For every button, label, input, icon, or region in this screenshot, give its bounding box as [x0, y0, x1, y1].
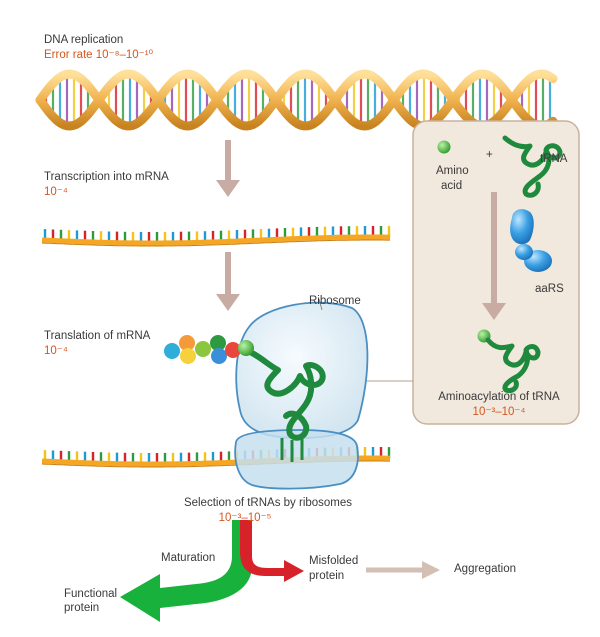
translation-rate: 10⁻⁴ — [44, 345, 68, 357]
ribosome — [234, 301, 369, 490]
amino-acid-icon — [437, 140, 451, 154]
functional-protein-label-line2: protein — [64, 602, 99, 614]
dna-replication-rate: Error rate 10⁻⁸–10⁻¹⁰ — [44, 49, 154, 61]
trna-selection-title: Selection of tRNAs by ribosomes — [184, 497, 352, 509]
functional-protein-label-line1: Functional — [64, 588, 117, 600]
panel-arrow-down — [482, 192, 506, 320]
maturation-label: Maturation — [161, 552, 215, 564]
trna-icon — [502, 135, 563, 198]
trna-label: tRNA — [540, 153, 568, 165]
dna-double-helix — [35, 69, 558, 131]
misfolded-protein-label-line2: protein — [309, 570, 344, 582]
mrna-strand — [41, 226, 391, 247]
aminoacylation-rate: 10⁻³–10⁻⁴ — [473, 406, 526, 418]
ribosome-pointer — [318, 298, 323, 311]
transcription-title: Transcription into mRNA — [44, 171, 169, 183]
polypeptide-chain — [164, 335, 254, 364]
amino-acid-label-line2: acid — [441, 180, 462, 192]
translation-title: Translation of mRNA — [44, 330, 151, 342]
aminoacylation-title: Aminoacylation of tRNA — [438, 391, 560, 403]
trna-selection-rate: 10⁻³–10⁻⁵ — [219, 512, 272, 524]
aggregation-label: Aggregation — [454, 563, 516, 575]
aminoacylated-trna-icon — [485, 337, 541, 393]
plus-sign: + — [486, 149, 493, 161]
process-arrow-transcription-to-translation — [216, 252, 240, 311]
aars-label: aaRS — [535, 283, 564, 295]
trna-in-ribosome — [243, 347, 326, 462]
dna-replication-title: DNA replication — [44, 34, 123, 46]
misfolded-protein-label-line1: Misfolded — [309, 555, 358, 567]
transcription-rate: 10⁻⁴ — [44, 186, 68, 198]
amino-acid-label-line1: Amino — [436, 165, 469, 177]
misfolded-arrow — [240, 520, 304, 582]
aars-enzyme-icon — [510, 209, 552, 272]
ribosome-label: Ribosome — [309, 295, 361, 307]
process-arrow-replication-to-transcription — [216, 140, 240, 197]
maturation-arrow — [120, 520, 252, 622]
aggregation-arrow — [366, 561, 440, 579]
